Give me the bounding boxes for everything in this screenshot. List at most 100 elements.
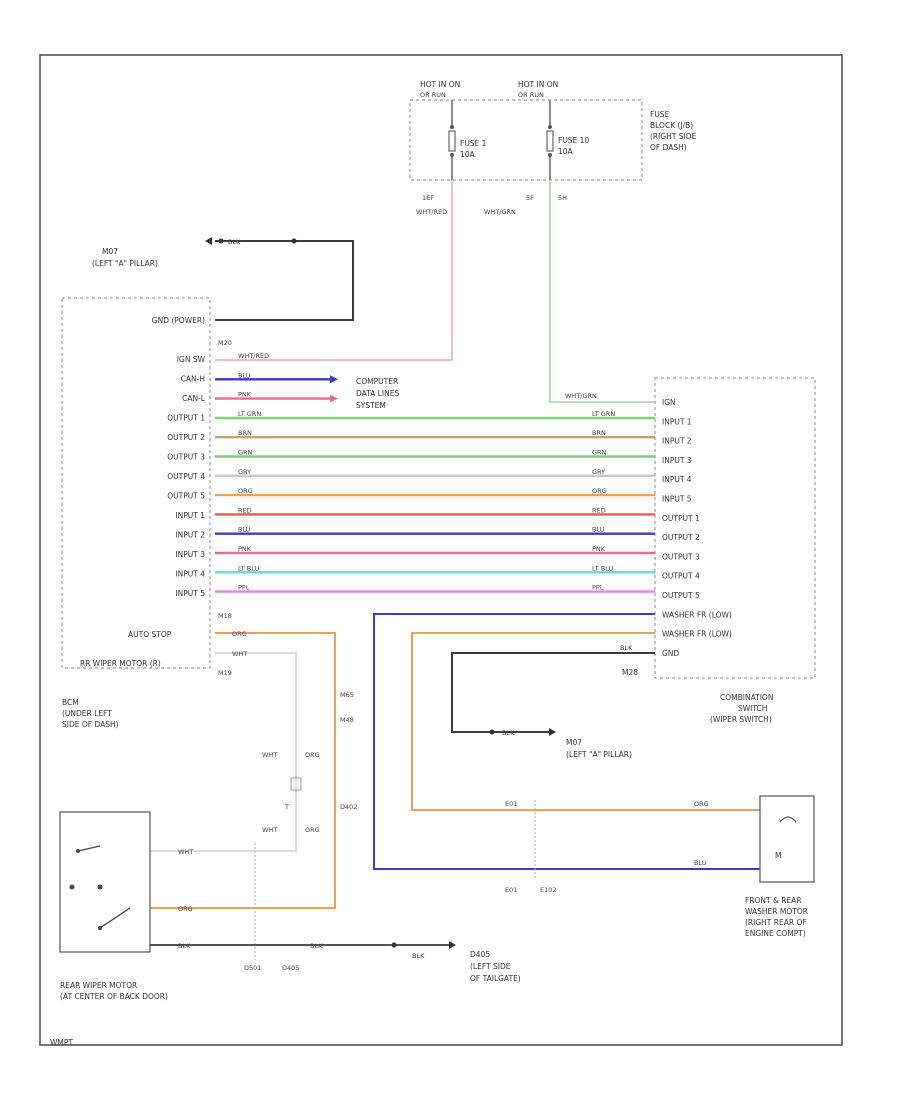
mid-connector-symbol (290, 777, 302, 791)
mid-wire-t: T (284, 803, 289, 811)
bcm-combination-switch-bus: WHT/RED BLU PNK LT GRN LT GRN BRN BRN GRN GRN GRY… (215, 352, 655, 593)
combo-pin-label: WASHER FR (LOW) (662, 610, 732, 619)
bus-wire-label-right: BLU (592, 526, 605, 534)
fuse2-feed-wire (549, 180, 655, 403)
fuse1-pin: 1EF (422, 194, 434, 202)
ground-m07-bottom-location: (LEFT "A" PILLAR) (566, 750, 632, 759)
washer-motor-icon: M (775, 851, 781, 860)
washer-label-3: (RIGHT REAR OF (745, 918, 807, 927)
computer-lines-1: COMPUTER (356, 377, 398, 386)
combo-name-line-3: (WIPER SWITCH) (710, 715, 772, 724)
ground-m07-bottom-name: M07 (566, 738, 582, 747)
combo-pin-label: OUTPUT 3 (662, 552, 700, 561)
auto-stop-wire (150, 632, 336, 909)
computer-lines-2: DATA LINES (356, 389, 399, 398)
combo-pin-label: GND (662, 649, 679, 658)
ground-d405-loc-1: (LEFT SIDE (470, 962, 511, 971)
washer-connector-top: E01 (505, 800, 517, 808)
rear-motor-label-2: (AT CENTER OF BACK DOOR) (60, 992, 168, 1001)
bus-wire-label: WHT/RED (238, 352, 269, 360)
bus-wire-label: BRN (238, 429, 252, 437)
bus-wire-label: RED (238, 506, 252, 514)
washer-feed-org (411, 632, 760, 811)
rear-motor-wht-label: WHT (178, 848, 193, 856)
fuse2-feed-label: WHT/GRN (565, 392, 597, 400)
bus-wire-label-right: LT BLU (592, 564, 614, 572)
rear-motor-blk-label: BLK (178, 942, 191, 950)
bus-wire-label-right: GRN (592, 449, 607, 457)
ground-m07-top: M07 (LEFT "A" PILLAR) BLK (92, 237, 354, 321)
bus-wire-label-right: GRY (592, 468, 605, 476)
computer-data-lines-ref: COMPUTER DATA LINES SYSTEM (356, 377, 399, 410)
rear-connector-d501: D501 (244, 964, 261, 972)
bus-wire-label: LT GRN (238, 410, 261, 418)
washer-motor-symbol (779, 816, 797, 823)
bcm-pin-label: INPUT 5 (175, 589, 205, 598)
combo-pin-label: INPUT 4 (662, 475, 692, 484)
fuse2-pin2: 5H (558, 194, 567, 202)
rear-motor-label-1: REAR WIPER MOTOR (60, 981, 137, 990)
combo-ground-wire (451, 652, 655, 733)
rear-connector-d405: D405 (282, 964, 299, 972)
can-wire-arrow (330, 375, 338, 384)
combo-pin-label: INPUT 1 (662, 417, 692, 426)
bcm-connector-m19: M19 (218, 669, 232, 677)
washer-motor: M FRONT & REAR WASHER MOTOR (RIGHT REAR … (745, 795, 815, 938)
ground-m07-bottom-wire: BLK (502, 729, 515, 737)
bus-wire-label: LT BLU (238, 564, 260, 572)
mid-wht-label-2: WHT (262, 826, 277, 834)
bus-wire-label-right: RED (592, 506, 606, 514)
bcm-pin-label: INPUT 2 (175, 531, 205, 540)
computer-lines-3: SYSTEM (356, 401, 386, 410)
bcm-pin-label: INPUT 3 (175, 550, 205, 559)
ground-d405-wire-label: BLK (412, 952, 425, 960)
rr-wiper-wire-label: WHT (232, 650, 247, 658)
combo-pin-label: IGN (662, 398, 676, 407)
fuse2-pin: 5F (526, 194, 534, 202)
diagram-border (39, 54, 843, 1046)
fuse2-terminal-top (548, 125, 552, 129)
fuse2-terminal-bottom (548, 153, 552, 157)
combo-pin-label: INPUT 3 (662, 456, 692, 465)
combo-name-line-2: SWITCH (738, 704, 767, 713)
bus-wire-label: PNK (238, 545, 252, 553)
bcm-pin-label: IGN SW (177, 355, 206, 364)
bcm-pin-label: GND (POWER) (152, 316, 205, 325)
ground-m07-top-splice (291, 238, 297, 244)
fuse1-feed-wire (215, 180, 453, 361)
fuse1-hot-sub: OR RUN (420, 91, 446, 99)
fuse2-amps: 10A (558, 147, 574, 156)
mid-connector-d402: D402 (340, 803, 357, 811)
combo-pin-label: OUTPUT 5 (662, 591, 700, 600)
combo-pin-label: OUTPUT 4 (662, 572, 700, 581)
bcm-pin-label: OUTPUT 2 (167, 433, 205, 442)
rear-wiper-motor: REAR WIPER MOTOR (AT CENTER OF BACK DOOR… (59, 811, 168, 1001)
bcm-pin-label: INPUT 4 (175, 570, 205, 579)
bus-wire-label-right: PPL (592, 584, 604, 592)
combo-pin-label: WASHER FR (LOW) (662, 630, 732, 639)
bus-wire-label-right: LT GRN (592, 410, 615, 418)
bcm-rr-wiper-label: RR WIPER MOTOR (R) (80, 659, 161, 668)
bcm-pin-label: INPUT 1 (175, 511, 205, 520)
combo-ground-wire-label: BLK (620, 644, 633, 652)
rr-wiper-wire (150, 652, 297, 852)
washer-label-1: FRONT & REAR (745, 896, 802, 905)
bus-wire-label-right: BRN (592, 429, 606, 437)
footer-code: WMPT (50, 1038, 73, 1047)
rear-motor-switch-2 (99, 907, 131, 929)
ground-m07-top-arrow (205, 237, 212, 245)
combo-pin-label: INPUT 5 (662, 495, 692, 504)
bcm-pin-label: CAN-H (181, 375, 205, 384)
bcm-pin-label: CAN-L (182, 394, 206, 403)
bus-wire-label: GRN (238, 449, 253, 457)
fuse1-wire-color: WHT/RED (416, 208, 447, 216)
auto-stop-wire-label: ORG (232, 630, 247, 638)
washer-feed-blu (373, 613, 760, 870)
ground-m07-top-name: M07 (102, 247, 118, 256)
washer-label-4: ENGINE COMPT) (745, 929, 806, 938)
mid-org-label-1: ORG (305, 751, 320, 759)
bcm-auto-stop-label: AUTO STOP (128, 630, 172, 639)
